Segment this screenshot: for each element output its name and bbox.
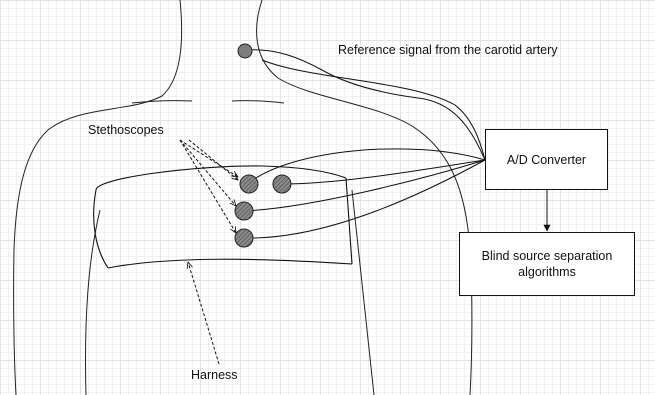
stethoscope-sensor-3 (235, 202, 253, 220)
bss-algorithms-block: Blind source separation algorithms (459, 232, 635, 296)
harness-label: Harness (191, 368, 238, 383)
stethoscope-sensor-4 (235, 229, 253, 247)
neck-right-line (257, 0, 472, 395)
harness-pointer-arrow (188, 262, 219, 364)
right-arm-inner-line (352, 190, 374, 395)
stethoscope-sensor-2 (273, 175, 291, 193)
harness-bottom-edge (108, 259, 352, 268)
ad-converter-label: A/D Converter (507, 152, 586, 168)
pointer-arrow-1 (180, 140, 238, 177)
bss-algorithms-label: Blind source separation algorithms (470, 248, 624, 280)
stethoscope-sensor-1 (240, 175, 258, 193)
sensor-wires (244, 50, 485, 238)
wire-sensor-4 (244, 160, 485, 238)
left-arm-inner-line (86, 210, 100, 395)
pointer-arrow-2 (180, 140, 236, 206)
harness-band (94, 166, 352, 268)
wire-sensor-2 (282, 160, 485, 184)
ad-converter-block: A/D Converter (485, 129, 608, 190)
neck-left-line (14, 0, 182, 395)
pointer-arrow-3 (180, 140, 236, 233)
left-collarbone-line (132, 101, 192, 103)
harness-top-edge (96, 166, 346, 190)
reference-signal-label: Reference signal from the carotid artery (338, 43, 478, 58)
carotid-sensor (238, 44, 252, 58)
sensors (235, 44, 291, 247)
body-outline (14, 0, 472, 395)
stethoscopes-label: Stethoscopes (88, 123, 164, 138)
right-collarbone-line (232, 101, 284, 103)
stethoscope-pointers (180, 140, 238, 364)
